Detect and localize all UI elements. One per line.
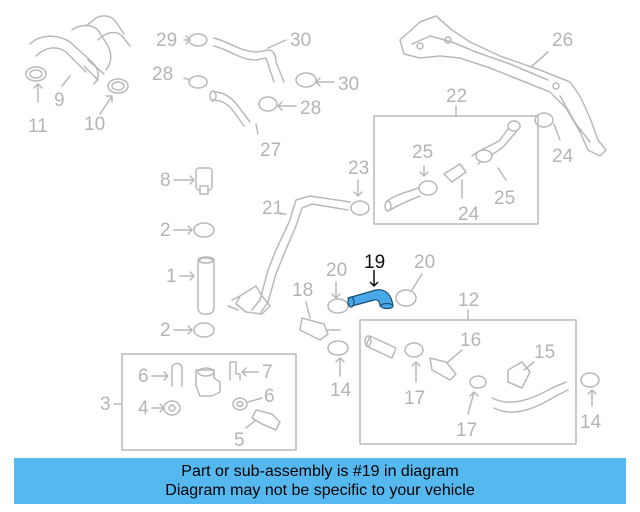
clamp-28-right-drawing — [258, 96, 278, 112]
hose-29-drawing — [213, 37, 285, 83]
callout-26: 26 — [552, 30, 573, 51]
callout-2-bottom: 2 — [160, 320, 171, 341]
clamp-30-right-drawing — [295, 72, 317, 88]
callout-19-leader — [369, 270, 379, 288]
callout-24: 24 — [458, 204, 480, 225]
callout-18: 18 — [292, 280, 313, 301]
hose-5-drawing — [171, 362, 183, 387]
connector-18-drawing — [299, 317, 341, 341]
fitting-9-drawing — [195, 167, 213, 195]
callout-9: 8 — [160, 170, 171, 191]
gasket-4-drawing — [163, 400, 181, 416]
callout-2-top: 2 — [160, 220, 171, 241]
hose-1-drawing — [197, 256, 215, 315]
hose-27-drawing — [209, 90, 251, 127]
clamp-14-mid-drawing — [327, 340, 349, 356]
callout-23-right: 24 — [552, 146, 574, 167]
hose-10-drawing — [29, 15, 131, 85]
clamp-20-left-drawing — [327, 298, 349, 314]
callout-22: 22 — [446, 86, 467, 107]
callout-30-left: 29 — [156, 30, 177, 51]
hose-box13-drawing — [364, 335, 569, 413]
callout-7: 6 — [264, 386, 275, 407]
info-banner: Part or sub-assembly is #19 in diagram D… — [14, 458, 626, 504]
callout-8: 7 — [262, 362, 273, 383]
callout-14-right: 14 — [580, 412, 602, 433]
callout-4: 4 — [138, 398, 149, 419]
part-6-drawing — [251, 409, 281, 431]
callout-3: 3 — [100, 394, 111, 415]
callout-28-left: 28 — [152, 64, 173, 85]
clamp-28-left-drawing — [188, 75, 208, 89]
callout-19: 19 — [364, 252, 385, 273]
callout-17-left: 17 — [404, 388, 425, 409]
box-3 — [121, 353, 297, 451]
callout-20-left: 20 — [326, 260, 347, 281]
callout-6: 5 — [234, 430, 245, 451]
callout-25-left: 25 — [412, 142, 433, 163]
pipe-21-drawing — [227, 195, 351, 315]
banner-line-1: Part or sub-assembly is #19 in diagram — [181, 463, 459, 480]
clamp-23-left-drawing — [350, 200, 370, 216]
callout-27: 27 — [260, 140, 281, 161]
part-8-drawing — [229, 361, 241, 381]
callout-28-right: 28 — [300, 98, 321, 119]
callout-1: 1 — [166, 266, 177, 287]
clamp-12-drawing — [25, 66, 47, 82]
callout-20-right: 20 — [414, 252, 435, 273]
callout-10: 9 — [54, 90, 65, 111]
clamp-2-top-drawing — [193, 222, 215, 238]
gasket-7-drawing — [232, 397, 248, 411]
callout-14-mid: 14 — [330, 380, 352, 401]
callout-23-left: 23 — [348, 158, 369, 179]
callout-13: 12 — [458, 290, 479, 311]
callout-21: 21 — [262, 198, 283, 219]
callout-30-right: 30 — [338, 74, 359, 95]
clamp-20-right-drawing — [395, 289, 417, 307]
callout-11: 10 — [84, 114, 105, 135]
callout-25-right: 25 — [494, 188, 515, 209]
hose-19-drawing[interactable] — [347, 289, 394, 310]
callout-29: 30 — [290, 30, 311, 51]
bracket-26-drawing — [399, 15, 607, 157]
clamp-14-right-drawing — [580, 372, 600, 388]
hose-box22-drawing — [384, 120, 521, 212]
callout-12: 11 — [28, 116, 48, 137]
callout-5: 6 — [138, 366, 149, 387]
clamp-11-drawing — [107, 78, 129, 94]
callout-16: 16 — [460, 330, 481, 351]
callout-17-right: 17 — [456, 420, 477, 441]
callout-15: 15 — [534, 342, 555, 363]
clamp-30-left-drawing — [188, 33, 208, 47]
clamp-23-right-drawing — [534, 112, 554, 128]
banner-line-2: Diagram may not be specific to your vehi… — [165, 482, 475, 499]
clamp-2-bottom-drawing — [193, 322, 215, 338]
fitting-center-drawing — [195, 367, 221, 397]
